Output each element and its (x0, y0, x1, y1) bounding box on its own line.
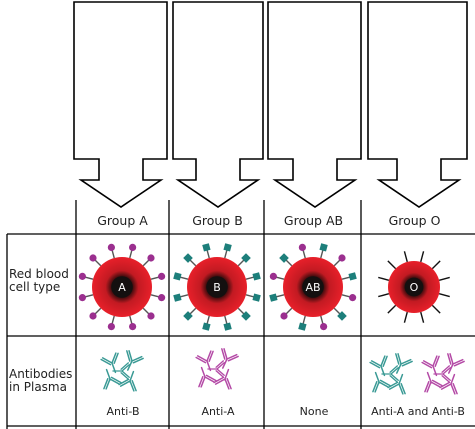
antigen-a-icon (78, 272, 86, 280)
blank-arrow-box-group-o (367, 1, 468, 208)
antigen-b-icon (202, 322, 211, 331)
antibody-y (433, 365, 451, 383)
antigen-stalk (431, 260, 441, 270)
antigen-a-icon (129, 323, 137, 331)
blank-arrow-box-group-a (73, 1, 168, 208)
antigen-stalk (420, 251, 425, 263)
antigen-b-icon (298, 322, 307, 331)
antigen-stalk (403, 251, 408, 263)
antigen-b-icon (348, 272, 357, 281)
row-label-red-cell: Red blood cell type (9, 267, 69, 294)
antibody-y (439, 373, 458, 395)
column-header-group-a: Group A (97, 213, 148, 228)
antigen-b-icon (223, 322, 232, 331)
cell-core (206, 276, 228, 298)
antigen-b-icon (173, 272, 182, 281)
antibody-label-group-b: Anti-A (201, 405, 235, 418)
table-grid (6, 200, 475, 429)
antigen-b-icon (223, 243, 232, 252)
antigen-a-icon (320, 323, 328, 331)
antigen-a-icon (298, 243, 306, 251)
antibody-y (118, 370, 137, 392)
antibody-y (207, 360, 225, 378)
antibody-y (381, 365, 399, 383)
antigen-b-icon (241, 253, 251, 263)
antibody-y (126, 350, 144, 371)
red-cell-group-a (78, 243, 166, 331)
antibody-anti-a-icon (421, 353, 465, 395)
antibody-y (103, 368, 122, 390)
antigen-b-icon (252, 293, 261, 302)
antigen-stalk (403, 311, 408, 323)
antibody-anti-a-icon (195, 348, 239, 390)
antibody-y (213, 368, 232, 390)
antigen-stalk (438, 293, 450, 298)
antigen-b-icon (279, 253, 289, 263)
cell-core (404, 277, 424, 297)
antibody-y (100, 352, 119, 374)
antigen-a-icon (129, 243, 137, 251)
antibody-y (372, 371, 391, 393)
antigen-a-icon (349, 294, 357, 302)
column-header-group-o: Group O (388, 213, 441, 228)
antibody-y (424, 371, 443, 393)
antigen-a-icon (269, 272, 277, 280)
antigen-b-icon (241, 311, 251, 321)
antibody-y (421, 355, 440, 377)
antigen-label-a: A (118, 281, 126, 294)
antigen-a-icon (338, 254, 346, 262)
antibody-y (221, 348, 239, 369)
antigen-a-icon (158, 272, 166, 280)
antibody-y (447, 353, 465, 374)
antibody-y (395, 353, 413, 374)
antigen-a-icon (89, 254, 97, 262)
antigen-label-b: B (213, 281, 221, 294)
cell-core (302, 276, 324, 298)
antibody-y (369, 355, 388, 377)
cell-core (111, 276, 133, 298)
blank-arrow-box-group-ab (267, 1, 362, 208)
antigen-a-icon (78, 294, 86, 302)
row-label-plasma: Antibodies in Plasma (9, 367, 73, 394)
red-cell-group-b (173, 243, 261, 331)
antigen-a-icon (147, 254, 155, 262)
antigen-label-o: O (410, 281, 419, 294)
antibody-label-group-ab: None (299, 405, 329, 418)
antigen-stalk (387, 260, 397, 270)
antigen-b-icon (252, 272, 261, 281)
antigen-b-icon (202, 243, 211, 252)
antigen-stalk (378, 293, 390, 298)
antigen-stalk (378, 276, 390, 281)
antigen-b-icon (319, 243, 328, 252)
red-cell-group-ab (269, 243, 357, 331)
antigen-stalk (420, 311, 425, 323)
column-header-group-b: Group B (192, 213, 243, 228)
antigen-stalk (438, 276, 450, 281)
antibody-y (198, 366, 217, 388)
antigen-a-icon (147, 312, 155, 320)
antigen-label-ab: AB (305, 281, 320, 294)
antigen-a-icon (89, 312, 97, 320)
antibody-anti-b-icon (369, 353, 413, 395)
red-cell-group-o (378, 251, 450, 323)
antibody-label-group-a: Anti-B (106, 405, 140, 418)
antigen-b-icon (173, 293, 182, 302)
antigen-a-icon (280, 312, 288, 320)
antigen-b-icon (269, 293, 278, 302)
antigen-a-icon (158, 294, 166, 302)
antibody-y (112, 362, 130, 380)
antibody-anti-b-icon (100, 350, 144, 392)
antibody-label-group-o: Anti-A and Anti-B (371, 405, 465, 418)
antigen-a-icon (107, 323, 115, 331)
antibody-y (387, 373, 406, 395)
column-header-group-ab: Group AB (283, 213, 344, 228)
blank-arrow-box-group-b (172, 1, 264, 208)
antigen-stalk (431, 304, 441, 314)
antigen-stalk (387, 304, 397, 314)
antigen-a-icon (107, 243, 115, 251)
antibody-y (195, 350, 214, 372)
